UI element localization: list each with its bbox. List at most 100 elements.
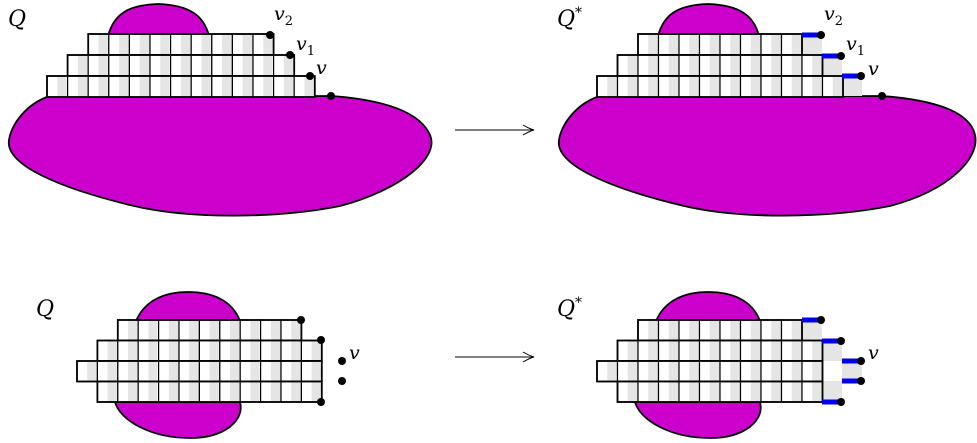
vertex-v-star — [857, 72, 865, 80]
blob-top-large-star — [558, 95, 977, 217]
grid-cell-shade — [689, 77, 699, 96]
label-star: * — [575, 5, 582, 21]
grid-cell-shade — [791, 77, 801, 96]
grid-cell-shade — [98, 56, 108, 75]
grid-cell-shade — [709, 35, 719, 54]
blob-top-large — [8, 95, 433, 217]
grid-cell-shade — [128, 362, 138, 381]
grid-cell-shade — [222, 77, 232, 96]
grid-row-outline — [596, 75, 844, 98]
grid-cell-shade — [119, 35, 129, 54]
grid-cell-shade — [160, 77, 170, 96]
grid-cell-shade — [791, 56, 801, 75]
grid-cell-shade — [730, 321, 740, 340]
grid-cell-shade — [668, 35, 678, 54]
grid-cell-shade — [209, 362, 219, 381]
grid-cell-shade — [189, 382, 199, 401]
label-v1-star-sub: 1 — [857, 44, 865, 59]
grid-cell-shade — [230, 341, 240, 360]
grid-cell-shade — [812, 362, 822, 381]
panel-bottom-right: Q* v — [557, 291, 879, 439]
vertex-b1-star — [817, 316, 825, 324]
grid-cell-shade — [709, 382, 719, 401]
grid-cell-shade — [230, 382, 240, 401]
arrow-top — [455, 124, 535, 136]
panel-top-left: Q v2 v1 v — [8, 3, 433, 217]
grid-cell-shade — [250, 341, 260, 360]
grid-cell-shade — [812, 77, 822, 96]
grid-cell-shade — [771, 77, 781, 96]
grid-cell-shade — [771, 56, 781, 75]
grid-cell-shade — [648, 382, 658, 401]
label-v-star: v — [868, 58, 879, 80]
grid-cell-shade — [77, 77, 88, 96]
grid-cell-shade — [291, 341, 301, 360]
grid-cell-shade — [311, 382, 321, 401]
grid-cell-shade — [304, 77, 314, 96]
grid-cell-shade — [771, 362, 781, 381]
grid-cell-shade — [812, 341, 822, 360]
grid-cell-shade — [689, 56, 699, 75]
vertex-v1-star — [837, 52, 845, 60]
vertex-b5-star — [837, 398, 845, 406]
vertex-b4-star — [857, 377, 865, 385]
grid-cell-shade — [77, 56, 88, 75]
grid-cell-shade — [283, 77, 294, 96]
blob-top-small — [106, 3, 211, 37]
grid-cell-shade — [107, 382, 117, 401]
grid-cell-shade — [209, 341, 219, 360]
grid-cell-shade — [648, 35, 658, 54]
label-v2-star-base: v — [824, 3, 835, 25]
blob-bottom-top — [134, 291, 242, 322]
blob-bottom-bottom-star — [633, 401, 762, 439]
grid-cell-shade — [168, 341, 178, 360]
grid-bottom-right — [596, 319, 824, 403]
vertex-v — [306, 72, 314, 80]
grid-cell-shade — [107, 362, 117, 381]
grid-cell-shade — [750, 382, 760, 401]
grid-cell-shade — [107, 341, 117, 360]
grid-cell-shade — [209, 321, 219, 340]
label-v2-base: v — [274, 3, 285, 25]
grid-cell-shade — [189, 362, 199, 381]
svg-text:v2: v2 — [824, 3, 843, 29]
grid-cell-shade — [791, 362, 801, 381]
label-q-star-bottom: Q — [557, 297, 575, 322]
grid-cell-shade — [139, 35, 149, 54]
grid-top-right — [596, 33, 844, 98]
grid-cell-shade — [791, 341, 801, 360]
grid-cell-shade — [250, 362, 260, 381]
grid-cell-shade — [98, 35, 108, 54]
grid-cell-shade — [750, 341, 760, 360]
grid-cell-shade — [201, 35, 211, 54]
grid-cell-shade — [222, 35, 232, 54]
label-v1-base: v — [296, 33, 307, 55]
grid-cell-shade — [189, 341, 199, 360]
blob-bottom-bottom — [113, 401, 242, 439]
svg-text:Q*: Q* — [557, 5, 582, 32]
grid-cell-shade — [730, 362, 740, 381]
grid-cell-shade — [283, 56, 294, 75]
grid-cell-shade — [180, 56, 191, 75]
grid-cell-shade — [270, 362, 280, 381]
vertex-b3 — [338, 357, 346, 365]
grid-cell-shade — [791, 35, 801, 54]
grid-cell-shade — [709, 321, 719, 340]
grid-cell-shade — [263, 56, 273, 75]
grid-cell-shade — [627, 362, 637, 381]
vertex-b5 — [317, 398, 325, 406]
grid-cell-shade — [730, 56, 740, 75]
grid-cell-shade — [270, 382, 280, 401]
grid-cell-shade — [128, 321, 138, 340]
label-v2-sub: 2 — [285, 14, 293, 29]
grid-cell-shade — [648, 56, 658, 75]
grid-cell-shade — [812, 56, 822, 75]
grid-cell-shade — [607, 362, 617, 381]
grid-cell-shade — [168, 382, 178, 401]
vertex-b2 — [317, 336, 325, 344]
grid-cell-shade — [128, 382, 138, 401]
grid-cell-shade — [128, 341, 138, 360]
vertex-b3-star — [857, 357, 865, 365]
grid-cell-shade — [201, 56, 211, 75]
label-v1-sub: 1 — [307, 44, 315, 59]
